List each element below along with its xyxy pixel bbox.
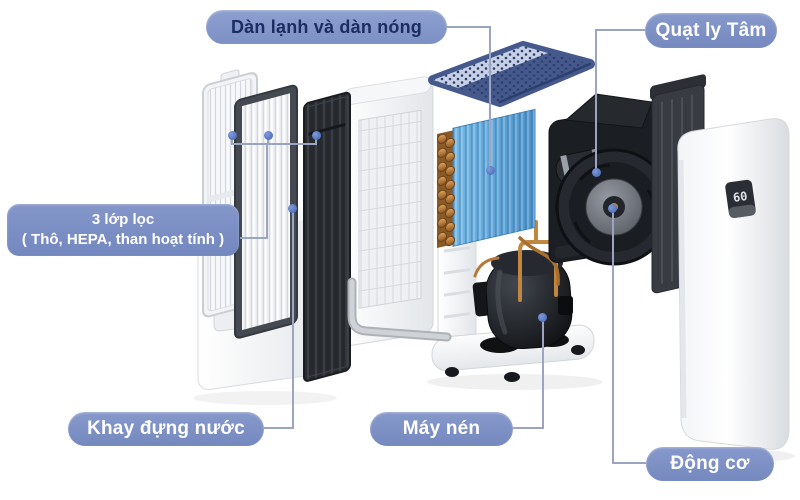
label-coils: Dàn lạnh và dàn nóng [206,10,447,44]
connector-filters-vertical [266,143,268,239]
connector-motor-dot [608,204,617,213]
connector-fan-dot [592,168,601,177]
connector-filters-horizontal [231,143,317,145]
connector-tray-horizontal [264,427,294,429]
display-value: 60 [732,189,748,205]
humidity-display: 60 [725,179,756,218]
drain-tube [347,277,452,342]
connector-motor-vertical [612,211,614,464]
label-filters: 3 lớp lọc ( Thô, HEPA, than hoạt tính ) [7,204,239,256]
connector-compressor-dot [538,313,547,322]
label-tray: Khay đựng nước [68,412,264,446]
connector-filters-dot-2 [264,131,273,140]
connector-filters-stub-1 [231,136,233,144]
connector-fan-vertical [595,29,597,171]
connector-filters-dot-3 [312,131,321,140]
connector-filters-stub-3 [315,136,317,144]
top-grille [428,41,595,107]
connector-compressor-horizontal [513,427,544,429]
side-panel: 60 [677,118,790,450]
connector-coils-horizontal [447,26,491,28]
label-fan: Quạt ly Tâm [645,13,777,48]
connector-filters-stub-2 [267,136,269,144]
label-filters-line1: 3 lớp lọc [91,210,155,228]
connector-filters-dot-1 [228,131,237,140]
connector-filters-to-box [240,237,268,239]
label-filters-line2: ( Thô, HEPA, than hoạt tính ) [21,231,225,248]
condenser-coil [437,108,536,248]
label-compressor: Máy nén [370,412,513,446]
connector-coils-vertical [489,26,491,169]
label-motor: Động cơ [646,447,774,481]
connector-fan-horizontal [597,29,645,31]
connector-tray-vertical [292,211,294,429]
carbon-filter [303,91,351,382]
connector-coils-dot [486,166,495,175]
connector-compressor-vertical [542,320,544,429]
connector-tray-dot [288,204,297,213]
connector-motor-horizontal [612,462,646,464]
